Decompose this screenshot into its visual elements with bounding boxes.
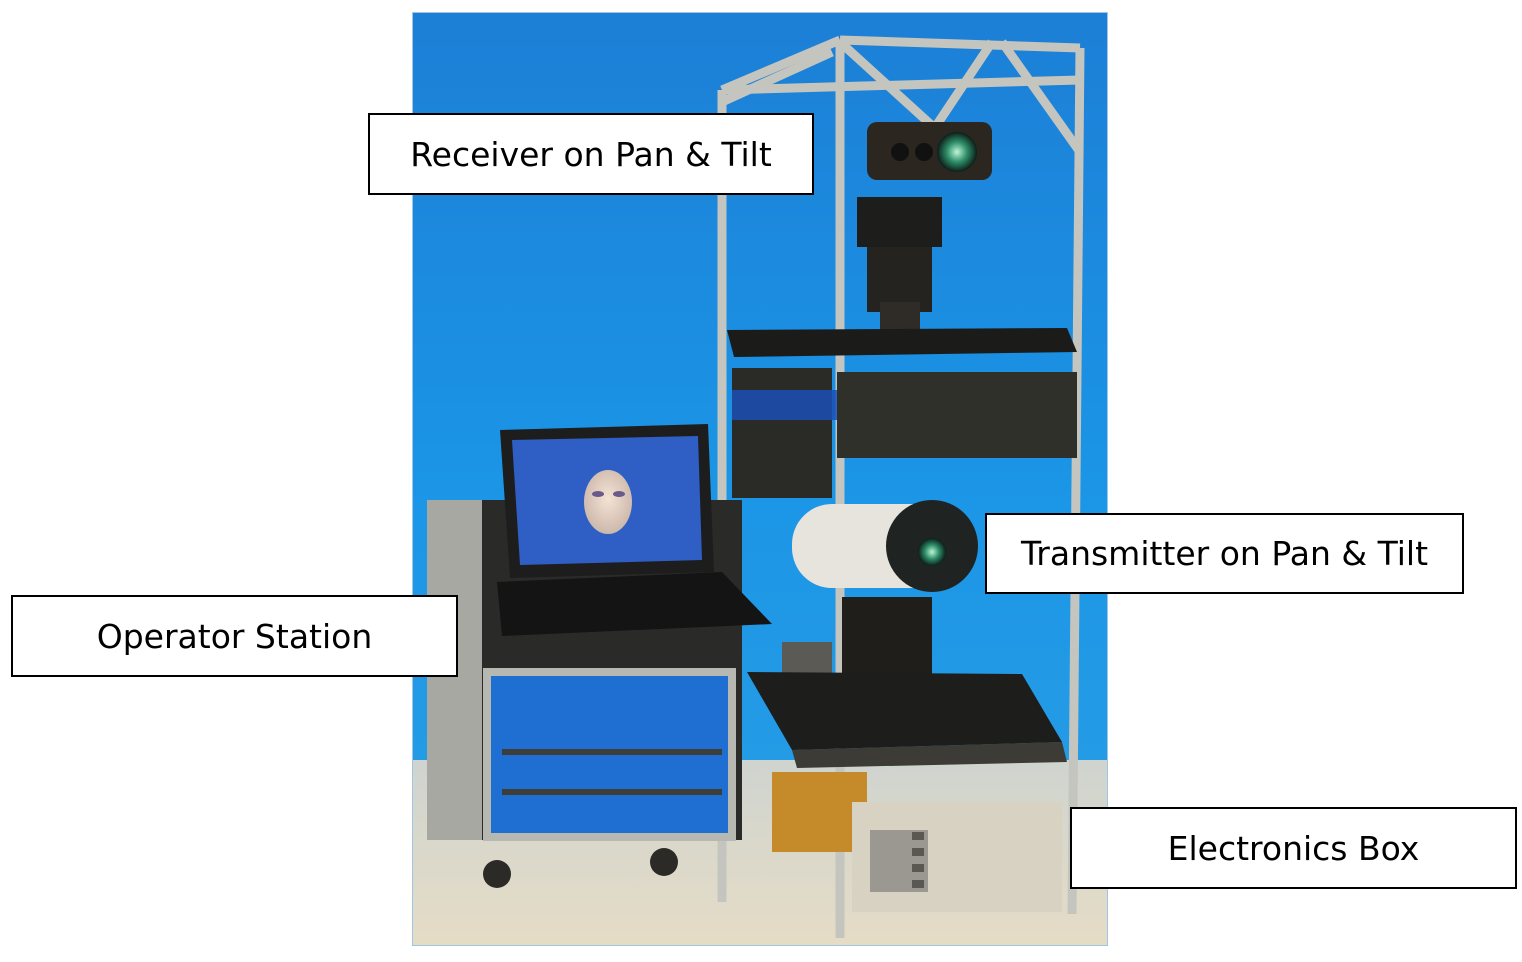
- callout-electronics-box-label: Electronics Box: [1167, 828, 1420, 868]
- receiver-unit: [857, 122, 992, 330]
- callout-receiver-label: Receiver on Pan & Tilt: [410, 134, 772, 174]
- callout-operator-station: Operator Station: [11, 595, 458, 677]
- face-avatar: [584, 470, 632, 534]
- callout-transmitter-label: Transmitter on Pan & Tilt: [1020, 534, 1429, 573]
- callout-receiver: Receiver on Pan & Tilt: [368, 113, 814, 195]
- upper-shelf: [727, 328, 1077, 498]
- laptop: [497, 424, 772, 636]
- callout-electronics-box: Electronics Box: [1070, 807, 1517, 889]
- callout-operator-station-label: Operator Station: [96, 616, 373, 656]
- callout-transmitter: Transmitter on Pan & Tilt: [985, 513, 1464, 594]
- lower-shelf: [747, 672, 1067, 912]
